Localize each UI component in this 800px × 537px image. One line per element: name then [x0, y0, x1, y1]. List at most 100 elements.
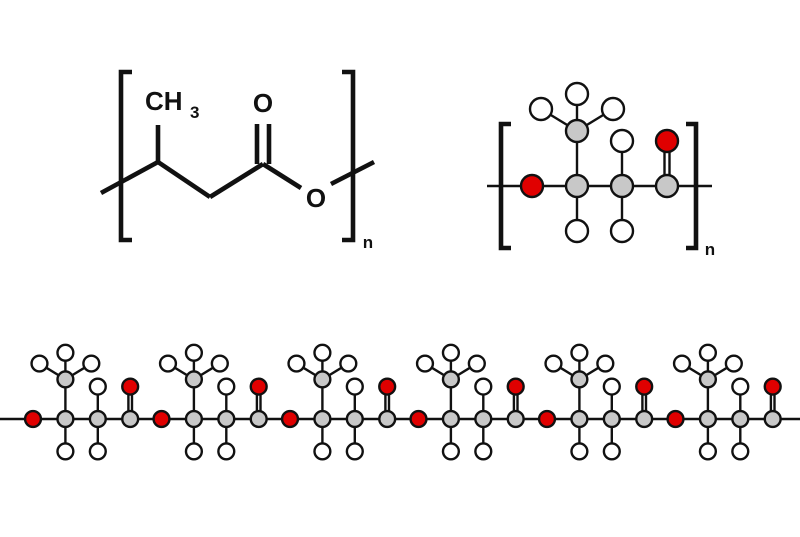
hydrogen-atom — [88, 377, 107, 396]
hydrogen-atom — [345, 377, 364, 396]
hydrogen-atom — [313, 343, 332, 362]
carbon-atom — [609, 173, 635, 199]
hydrogen-atom — [596, 354, 615, 373]
carbon-atom — [184, 409, 204, 429]
hydrogen-atom — [602, 442, 621, 461]
hydrogen-atom — [441, 343, 461, 362]
hydrogen-atom — [339, 354, 358, 373]
hydrogen-atom — [724, 354, 743, 373]
oxygen-atom — [152, 409, 171, 429]
carbon-atom — [378, 409, 397, 429]
backbone-bond-1 — [156, 160, 212, 199]
carbon-atom — [698, 370, 718, 389]
ball-and-stick-monomer: n — [487, 81, 715, 259]
carbon-atom — [570, 370, 589, 389]
oxygen-atom — [537, 409, 557, 429]
carbon-atom — [506, 409, 525, 429]
hydrogen-atom — [474, 442, 493, 461]
hydrogen-atom — [287, 354, 306, 373]
carbon-atom — [56, 409, 75, 429]
carbon-atom — [763, 409, 782, 429]
hydrogen-atom — [564, 218, 590, 244]
carbon-atom — [121, 409, 140, 429]
hydrogen-atom — [217, 442, 236, 461]
hydrogen-atom — [600, 96, 626, 122]
polymer-chain — [0, 343, 800, 461]
oxygen-atom — [409, 409, 428, 429]
hydrogen-atom — [313, 442, 332, 461]
hydrogen-atom — [731, 442, 750, 461]
carbon-atom — [635, 409, 654, 429]
hydrogen-atom — [56, 442, 75, 461]
left-bracket — [118, 69, 132, 243]
oxygen-atom — [378, 377, 397, 396]
hydrogen-atom — [88, 442, 107, 461]
carbon-atom — [56, 370, 75, 389]
carbon-atom — [654, 173, 680, 199]
carbon-atom — [441, 409, 461, 429]
carbon-atom — [564, 173, 590, 199]
oxygen-atom — [506, 377, 525, 396]
monomer-atoms — [487, 81, 712, 244]
hydrogen-atom — [82, 354, 101, 373]
hydrogen-atom — [158, 354, 178, 373]
hydrogen-atom — [698, 442, 718, 461]
oxygen-atom — [763, 377, 782, 396]
carbon-atom — [184, 370, 204, 389]
carbon-atom — [345, 409, 364, 429]
hydrogen-atom — [731, 377, 750, 396]
hydrogen-atom — [474, 377, 493, 396]
hydrogen-atom — [564, 81, 590, 107]
hydrogen-atom — [441, 442, 461, 461]
backbone-bond-2 — [208, 162, 265, 199]
monomer-repeat-subscript: n — [705, 240, 715, 259]
hydrogen-atom — [415, 354, 435, 373]
methyl-group-label: CH — [145, 86, 183, 116]
hydrogen-atom — [570, 343, 589, 362]
hydrogen-atom — [672, 354, 692, 373]
oxygen-atom — [23, 409, 43, 429]
carbon-atom — [474, 409, 493, 429]
carbon-atom — [731, 409, 750, 429]
carbon-atom — [313, 409, 332, 429]
methyl-subscript-label: 3 — [190, 103, 199, 122]
repeat-subscript-label: n — [363, 233, 373, 252]
carbon-atom — [698, 409, 718, 429]
hydrogen-atom — [698, 343, 718, 362]
hydrogen-atom — [609, 218, 635, 244]
oxygen-atom — [121, 377, 140, 396]
hydrogen-atom — [345, 442, 364, 461]
oxygen-atom — [280, 409, 300, 429]
right-chain-bond — [329, 159, 376, 187]
carbon-atom — [217, 409, 236, 429]
ester-oxygen-label: O — [306, 183, 326, 213]
hydrogen-atom — [544, 354, 563, 373]
carbon-atom — [570, 409, 589, 429]
right-bracket — [342, 69, 356, 243]
hydrogen-atom — [609, 128, 635, 154]
hydrogen-atom — [56, 343, 75, 362]
hydrogen-atom — [528, 96, 554, 122]
carbon-atom — [88, 409, 107, 429]
oxygen-atom — [519, 173, 545, 199]
oxygen-atom — [635, 377, 654, 396]
oxygen-atom — [249, 377, 268, 396]
carbon-atom — [313, 370, 332, 389]
hydrogen-atom — [217, 377, 236, 396]
carbon-atom — [249, 409, 268, 429]
carbon-atom — [564, 118, 590, 144]
skeletal-formula: CH 3 O O n — [99, 69, 376, 252]
oxygen-atom — [654, 128, 680, 154]
hydrogen-atom — [210, 354, 229, 373]
carbon-atom — [441, 370, 461, 389]
ester-bond — [261, 162, 303, 190]
hydrogen-atom — [184, 343, 204, 362]
hydrogen-atom — [467, 354, 486, 373]
hydrogen-atom — [184, 442, 204, 461]
oxygen-atom — [666, 409, 685, 429]
left-chain-bond — [99, 159, 160, 196]
hydrogen-atom — [602, 377, 621, 396]
carbonyl-oxygen-label: O — [253, 88, 273, 118]
hydrogen-atom — [30, 354, 49, 373]
